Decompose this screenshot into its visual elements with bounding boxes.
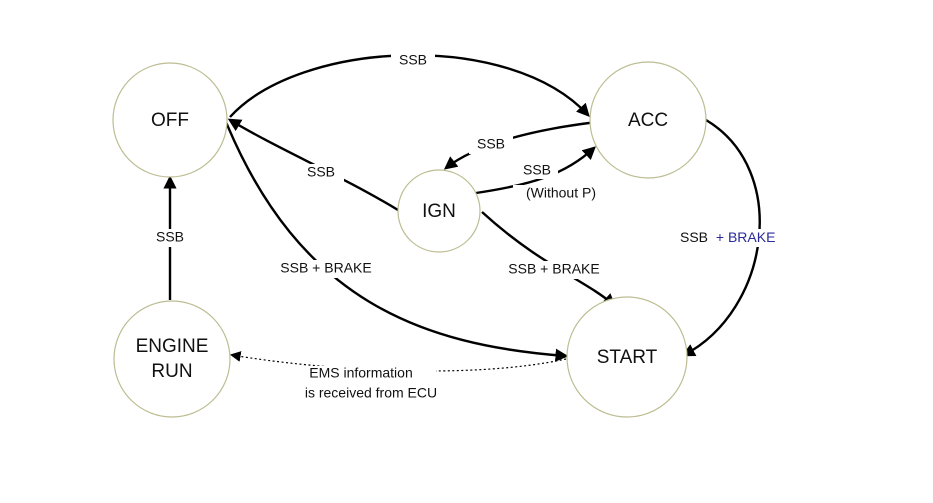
label-ems-line1: EMS information xyxy=(309,365,412,381)
label-acc-to-ign: SSB xyxy=(477,136,505,152)
label-engine-run-to-off: SSB xyxy=(156,229,184,245)
edge-ign-to-start xyxy=(481,211,617,307)
label-ems-line2: is received from ECU xyxy=(305,385,437,401)
edge-acc-to-ign xyxy=(443,120,598,170)
node-engine-run-label-line2: RUN xyxy=(151,361,192,382)
label-off-to-start: SSB + BRAKE xyxy=(280,260,371,276)
edge-start-to-engine-run xyxy=(229,351,567,372)
node-ign: IGN xyxy=(397,169,481,253)
edge-off-to-start xyxy=(224,121,569,362)
label-acc-to-start-part1: SSB xyxy=(680,229,708,245)
node-engine-run-label-line1: ENGINE xyxy=(136,336,209,357)
label-ign-to-off: SSB xyxy=(307,164,335,180)
node-off-label: OFF xyxy=(151,110,189,131)
label-acc-to-start-part2: + BRAKE xyxy=(716,229,776,245)
label-acc-to-start: SSB + BRAKE xyxy=(680,229,775,245)
node-ign-label: IGN xyxy=(422,201,456,222)
label-ign-to-acc-line1: SSB xyxy=(523,162,551,178)
label-off-to-acc: SSB xyxy=(399,52,427,68)
label-ign-to-acc-line2: (Without P) xyxy=(526,185,596,201)
node-start-label: START xyxy=(597,347,658,368)
node-acc: ACC xyxy=(589,61,707,179)
edge-ign-to-off xyxy=(227,118,399,212)
node-off: OFF xyxy=(112,62,228,178)
node-engine-run: ENGINE RUN xyxy=(113,300,231,418)
node-acc-label: ACC xyxy=(628,110,668,131)
label-ign-to-start: SSB + BRAKE xyxy=(508,261,599,277)
node-start: START xyxy=(566,296,688,418)
